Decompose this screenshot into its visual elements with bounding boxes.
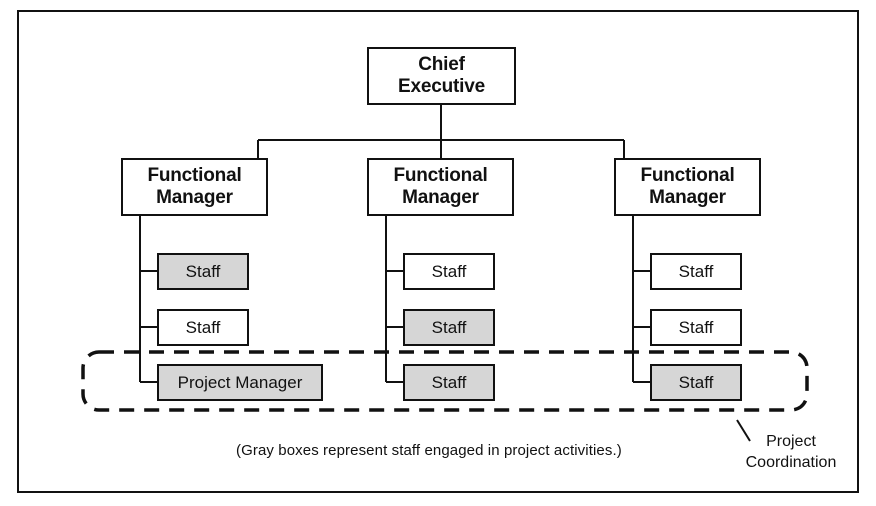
chief-executive-label: Chief Executive — [398, 54, 485, 97]
chief-executive-box: Chief Executive — [367, 47, 516, 105]
staff-box: Staff — [403, 364, 495, 401]
staff-label: Staff — [678, 261, 714, 281]
staff-label: Staff — [431, 261, 467, 281]
staff-box: Staff — [650, 364, 742, 401]
staff-box: Staff — [157, 253, 249, 290]
functional-manager-label: Functional Manager — [147, 165, 242, 208]
staff-label: Staff — [185, 261, 221, 281]
legend-note: (Gray boxes represent staff engaged in p… — [236, 442, 622, 459]
project-coordination-boundary — [81, 350, 809, 412]
staff-label: Staff — [185, 317, 221, 337]
staff-box: Staff — [403, 309, 495, 346]
staff-box: Staff — [157, 309, 249, 346]
staff-box: Staff — [403, 253, 495, 290]
staff-box: Staff — [650, 309, 742, 346]
diagram-frame — [17, 10, 859, 493]
staff-label: Staff — [431, 372, 467, 392]
functional-manager-box-2: Functional Manager — [367, 158, 514, 216]
functional-manager-box-3: Functional Manager — [614, 158, 761, 216]
project-manager-box: Project Manager — [157, 364, 323, 401]
functional-manager-box-1: Functional Manager — [121, 158, 268, 216]
coordination-pointer — [736, 419, 751, 442]
staff-box: Staff — [650, 253, 742, 290]
project-coordination-label: Project Coordination — [745, 433, 837, 471]
staff-label: Staff — [678, 317, 714, 337]
functional-manager-label: Functional Manager — [393, 165, 488, 208]
staff-label: Staff — [431, 317, 467, 337]
functional-manager-label: Functional Manager — [640, 165, 735, 208]
project-manager-label: Project Manager — [177, 372, 303, 392]
staff-label: Staff — [678, 372, 714, 392]
